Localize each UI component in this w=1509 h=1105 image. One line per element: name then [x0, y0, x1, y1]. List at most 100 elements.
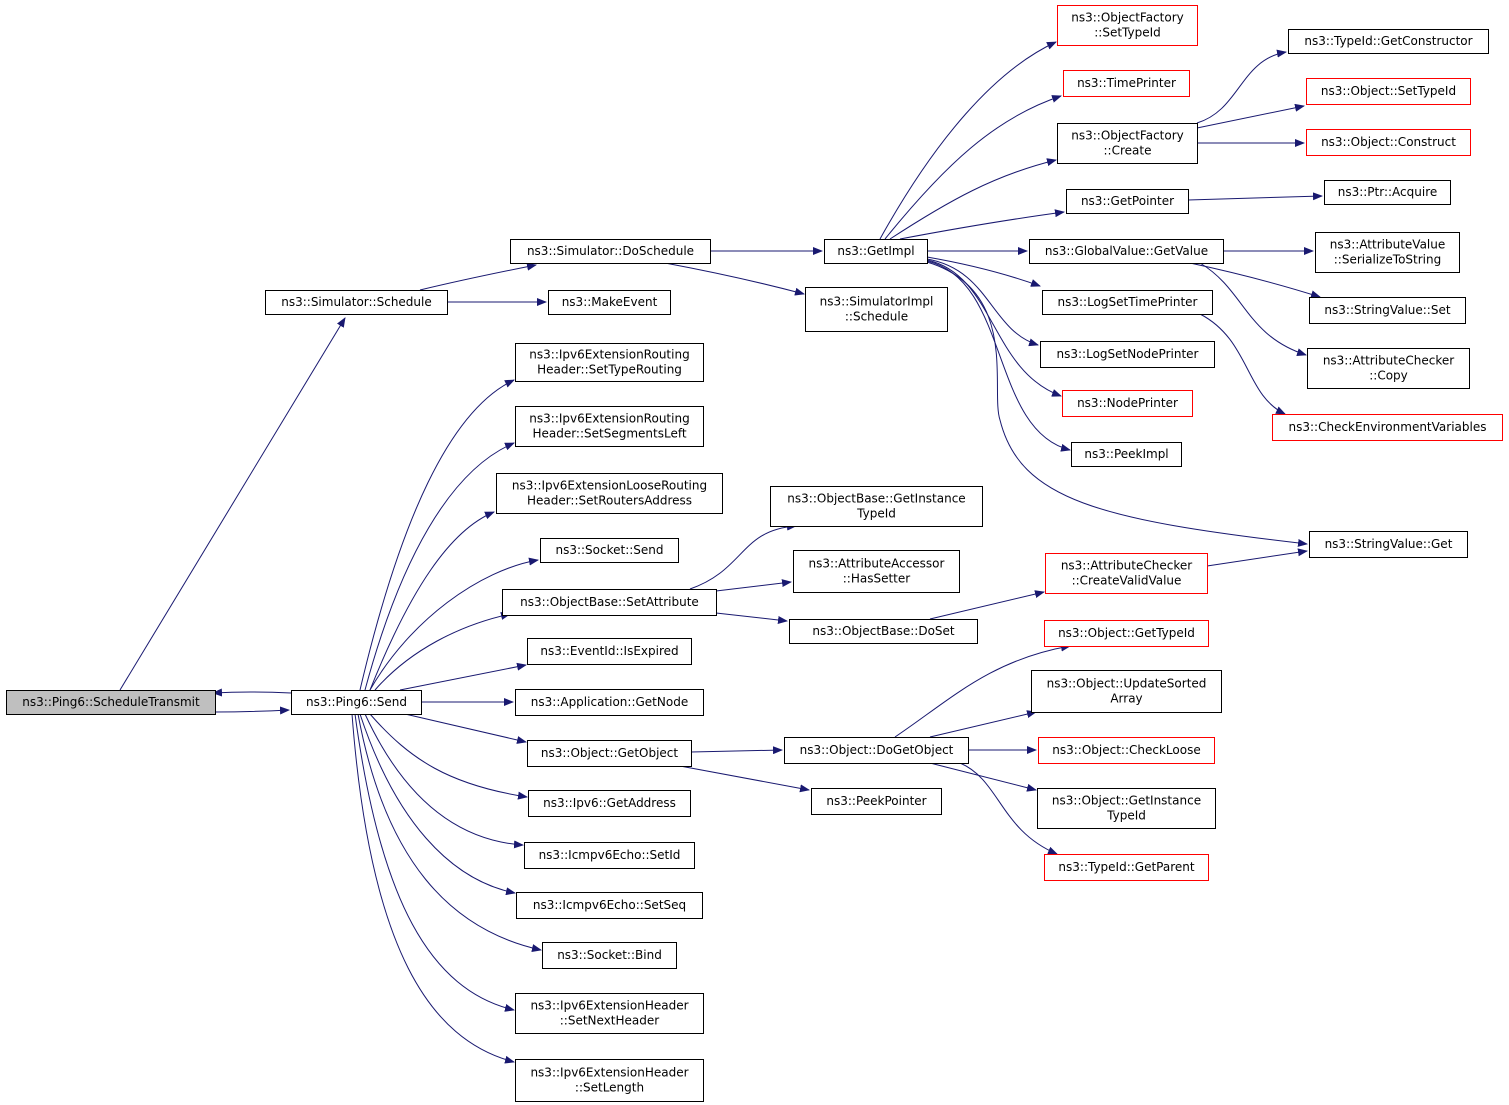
- node-svget[interactable]: ns3::StringValue::Get: [1309, 531, 1468, 558]
- node-isexpired[interactable]: ns3::EventId::IsExpired: [527, 638, 692, 665]
- edge-to-extsetlen: [351, 713, 515, 1064]
- node-layer: ns3::Ping6::ScheduleTransmit ns3::Ping6::…: [6, 5, 1503, 1102]
- edge-to-objupdsorted: [929, 710, 1037, 738]
- edge-to-tidgetparent: [959, 762, 1058, 855]
- node-label: ns3::Icmpv6Echo::SetSeq: [533, 898, 686, 912]
- node-label: ns3::StringValue::Get: [1325, 537, 1453, 551]
- edge-to-sockbind: [357, 713, 542, 952]
- node-box: [1309, 531, 1468, 558]
- edge-to-logsettime: [926, 256, 1041, 287]
- node-box: [793, 550, 960, 593]
- node-echosetid[interactable]: ns3::Icmpv6Echo::SetId: [524, 842, 695, 869]
- node-ofsettypeid[interactable]: ns3::ObjectFactory::SetTypeId: [1057, 5, 1198, 46]
- node-objcheckloose[interactable]: ns3::Object::CheckLoose: [1038, 737, 1215, 764]
- node-label: ns3::Simulator::DoSchedule: [527, 244, 694, 258]
- node-obdoset[interactable]: ns3::ObjectBase::DoSet: [789, 619, 978, 644]
- node-box: [1063, 70, 1190, 97]
- node-box: [824, 239, 928, 264]
- node-box: [1315, 232, 1460, 273]
- node-objdogetobject[interactable]: ns3::Object::DoGetObject: [784, 737, 969, 764]
- node-extsetlen[interactable]: ns3::Ipv6ExtensionHeader::SetLength: [515, 1059, 704, 1102]
- edge-to-extsetnext: [354, 713, 515, 1012]
- node-objsettypeid[interactable]: ns3::Object::SetTypeId: [1306, 78, 1471, 105]
- node-objgettypeid[interactable]: ns3::Object::GetTypeId: [1044, 620, 1209, 647]
- node-box: [805, 287, 948, 332]
- node-box: [1029, 239, 1224, 264]
- node-box: [1040, 341, 1215, 368]
- node-ptracquire[interactable]: ns3::Ptr::Acquire: [1324, 180, 1451, 205]
- node-tidgetctor[interactable]: ns3::TypeId::GetConstructor: [1288, 29, 1489, 54]
- node-box: [1324, 180, 1451, 205]
- edge-to-objsettypeid: [1196, 103, 1305, 129]
- node-label: ns3::AttributeValue: [1330, 238, 1446, 252]
- node-svset[interactable]: ns3::StringValue::Set: [1309, 297, 1466, 324]
- node-label: ns3::Socket::Send: [555, 543, 663, 557]
- node-echosetseq[interactable]: ns3::Icmpv6Echo::SetSeq: [516, 892, 703, 919]
- node-box: [1306, 129, 1471, 156]
- node-checkenv[interactable]: ns3::CheckEnvironmentVariables: [1272, 414, 1503, 441]
- node-label: ns3::PeekImpl: [1084, 447, 1168, 461]
- node-extsetnext[interactable]: ns3::Ipv6ExtensionHeader::SetNextHeader: [515, 993, 704, 1034]
- node-timeprinter[interactable]: ns3::TimePrinter: [1063, 70, 1190, 97]
- node-setrouters[interactable]: ns3::Ipv6ExtensionLooseRoutingHeader::Se…: [496, 473, 723, 514]
- node-ofcreate[interactable]: ns3::ObjectFactory::Create: [1057, 123, 1198, 164]
- node-peekimpl[interactable]: ns3::PeekImpl: [1071, 442, 1182, 467]
- node-label: Array: [1110, 692, 1142, 706]
- node-obsetattr[interactable]: ns3::ObjectBase::SetAttribute: [502, 589, 717, 616]
- node-label: ::CreateValidValue: [1072, 574, 1182, 588]
- node-sched[interactable]: ns3::Simulator::Schedule: [265, 290, 448, 315]
- node-box: [515, 1059, 704, 1102]
- node-root[interactable]: ns3::Ping6::ScheduleTransmit: [6, 690, 216, 715]
- edge-to-dosched: [419, 262, 537, 291]
- node-sockbind[interactable]: ns3::Socket::Bind: [542, 942, 677, 969]
- edge-to-logsetnode: [926, 258, 1039, 347]
- node-aahassetter[interactable]: ns3::AttributeAccessor::HasSetter: [793, 550, 960, 593]
- node-simimplsched[interactable]: ns3::SimulatorImpl::Schedule: [805, 287, 948, 332]
- node-socksend[interactable]: ns3::Socket::Send: [540, 538, 679, 563]
- node-box: [1037, 788, 1216, 829]
- node-logsetnode[interactable]: ns3::LogSetNodePrinter: [1040, 341, 1215, 368]
- node-ipv6getaddr[interactable]: ns3::Ipv6::GetAddress: [528, 790, 691, 817]
- node-dosched[interactable]: ns3::Simulator::DoSchedule: [510, 239, 711, 264]
- node-objgetobject[interactable]: ns3::Object::GetObject: [527, 740, 692, 767]
- node-label: ::SerializeToString: [1334, 253, 1442, 267]
- node-setsegleft[interactable]: ns3::Ipv6ExtensionRoutingHeader::SetSegm…: [515, 406, 704, 447]
- node-appgetnode[interactable]: ns3::Application::GetNode: [515, 689, 704, 716]
- node-nodeprinter[interactable]: ns3::NodePrinter: [1062, 390, 1193, 417]
- node-accopy[interactable]: ns3::AttributeChecker::Copy: [1307, 348, 1470, 389]
- node-makeevent[interactable]: ns3::MakeEvent: [548, 290, 671, 315]
- node-accreatevalid[interactable]: ns3::AttributeChecker::CreateValidValue: [1045, 553, 1208, 594]
- edge-to-objgetobject: [404, 713, 527, 744]
- node-logsettime[interactable]: ns3::LogSetTimePrinter: [1042, 290, 1213, 315]
- node-gvgetvalue[interactable]: ns3::GlobalValue::GetValue: [1029, 239, 1224, 264]
- node-label: ns3::LogSetNodePrinter: [1057, 347, 1199, 361]
- node-box: [1272, 414, 1503, 441]
- node-label: ns3::MakeEvent: [562, 295, 658, 309]
- node-box: [1057, 5, 1198, 46]
- node-label: ns3::Object::SetTypeId: [1321, 84, 1456, 98]
- node-tidgetparent[interactable]: ns3::TypeId::GetParent: [1044, 854, 1209, 881]
- node-send[interactable]: ns3::Ping6::Send: [291, 690, 422, 715]
- node-label: ::SetTypeId: [1094, 26, 1161, 40]
- node-getpointer[interactable]: ns3::GetPointer: [1066, 189, 1189, 214]
- node-settyperouting[interactable]: ns3::Ipv6ExtensionRoutingHeader::SetType…: [515, 343, 704, 382]
- node-label: ::HasSetter: [843, 572, 911, 586]
- node-getimpl[interactable]: ns3::GetImpl: [824, 239, 928, 264]
- edge-to-echosetseq: [359, 713, 516, 896]
- node-label: ns3::SimulatorImpl: [820, 295, 934, 309]
- node-label: ns3::Object::DoGetObject: [800, 743, 954, 757]
- node-box: [527, 740, 692, 767]
- node-objconstruct[interactable]: ns3::Object::Construct: [1306, 129, 1471, 156]
- edge-to-ipv6getaddr: [369, 713, 528, 800]
- node-peekpointer[interactable]: ns3::PeekPointer: [811, 788, 942, 815]
- edge-to-ofcreate: [889, 158, 1057, 240]
- node-label: ns3::Ipv6ExtensionRouting: [529, 412, 689, 426]
- edge-to-peekpointer: [679, 765, 810, 793]
- node-avserialize[interactable]: ns3::AttributeValue::SerializeToString: [1315, 232, 1460, 273]
- node-label: ns3::Ptr::Acquire: [1338, 185, 1438, 199]
- edge-to-aahassetter: [715, 579, 792, 592]
